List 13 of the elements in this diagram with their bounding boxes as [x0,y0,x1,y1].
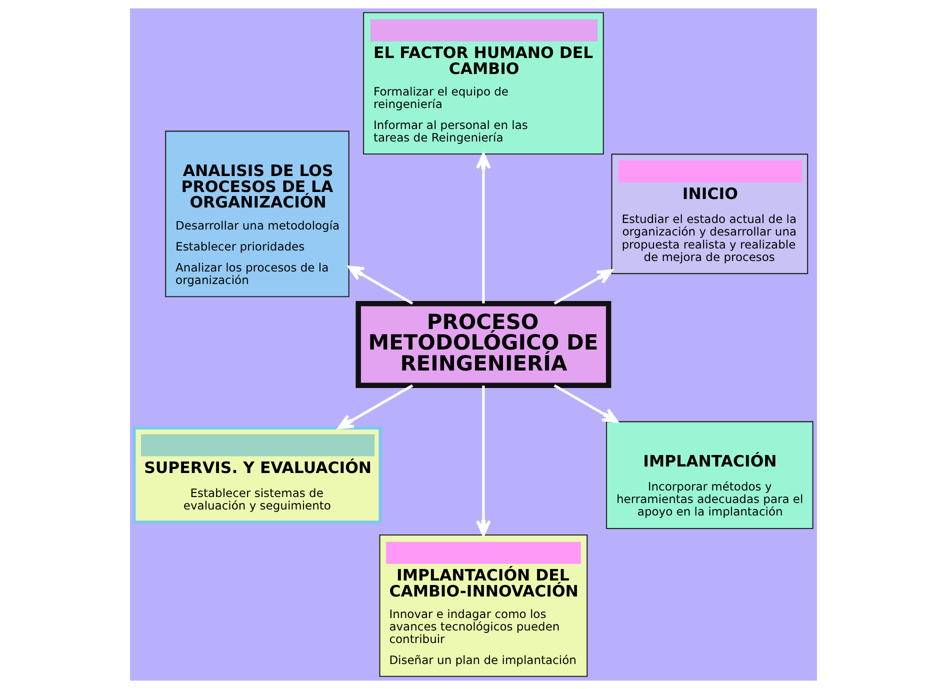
arrow [553,384,618,423]
arrow [476,152,490,304]
node-box: EL FACTOR HUMANO DEL CAMBIO Formalizar el equipo de reingeniería Informar al personal en las tareas de Reingeniería [362,12,604,154]
node-box: PROCESO METODOLÓGICO DE REINGENIERÍA [355,301,611,388]
node-box: IMPLANTACIÓN DEL CAMBIO-INNOVACIÓN Innovar e indagar como los avances tecnológicos pueden contribuir Diseñar un plan de implantación [378,534,588,677]
node-box: IMPLANTACIÓN Incorporar métodos y herramientas adecuadas para el apoyo en la implantación [606,421,813,530]
arrow [347,266,413,305]
arrow [476,386,490,536]
node-box: SUPERVIS. Y EVALUACIÓN Establecer sistemas de evaluación y seguimiento [132,426,382,524]
node-box: ANALISIS DE LOS PROCESOS DE LA ORGANIZACIÓN Desarrollar una metodología Establecer prioridades Analizar los procesos de la organización [164,130,349,298]
arrow [337,384,413,430]
arrow [553,269,612,305]
node-box: INICIO Estudiar el estado actual de la organización y desarrollar una propuesta realista y realizable de mejora de procesos [610,154,808,274]
